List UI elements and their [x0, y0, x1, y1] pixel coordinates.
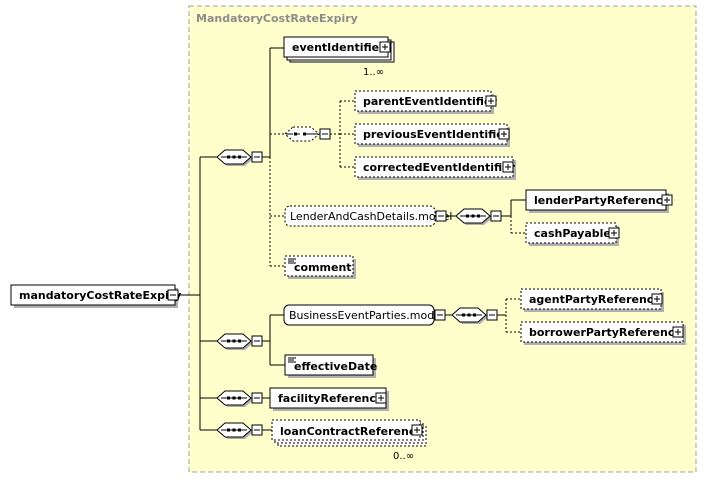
sequence-compositor-1[interactable] [216, 149, 263, 166]
svg-text:comment: comment [294, 261, 352, 274]
collapse-icon[interactable] [251, 151, 263, 163]
svg-text:previousEventIdentifier: previousEventIdentifier [363, 128, 510, 141]
parent-event-identifier-element[interactable]: parentEventIdentifier [354, 90, 497, 114]
svg-text:agentPartyReference: agentPartyReference [529, 293, 661, 306]
collapse-icon[interactable] [251, 424, 263, 436]
business-event-parties-model-group[interactable]: BusinessEventParties.model [283, 304, 446, 326]
collapse-icon[interactable] [435, 210, 447, 222]
collapse-icon[interactable] [319, 128, 331, 140]
svg-text:LenderAndCashDetails.model: LenderAndCashDetails.model [290, 210, 452, 223]
text-content-icon [288, 357, 296, 363]
expand-icon[interactable] [651, 293, 663, 305]
expand-icon[interactable] [375, 392, 387, 404]
sequence-compositor-lender[interactable] [455, 208, 502, 225]
facility-reference-element[interactable]: facilityReference [269, 387, 389, 411]
svg-text:cashPayable: cashPayable [534, 227, 611, 240]
borrower-party-reference-element[interactable]: borrowerPartyReference [520, 321, 686, 345]
collapse-icon[interactable] [167, 289, 179, 301]
group-frame [188, 5, 697, 473]
expand-icon[interactable] [485, 95, 497, 107]
comment-element[interactable]: comment [284, 255, 356, 279]
loan-contract-reference-cardinality: 0..∞ [393, 451, 414, 462]
previous-event-identifier-element[interactable]: previousEventIdentifier [354, 123, 510, 147]
svg-text:correctedEventIdentifier: correctedEventIdentifier [363, 161, 516, 174]
expand-icon[interactable] [498, 128, 510, 140]
collapse-icon[interactable] [251, 392, 263, 404]
svg-text:eventIdentifier: eventIdentifier [292, 41, 385, 54]
svg-text:facilityReference: facilityReference [278, 392, 383, 405]
effective-date-element[interactable]: effectiveDate [284, 354, 377, 378]
collapse-icon[interactable] [434, 309, 446, 321]
expand-icon[interactable] [379, 41, 391, 53]
choice-compositor[interactable] [284, 126, 331, 142]
event-identifier-cardinality: 1..∞ [363, 67, 384, 78]
lender-and-cash-details-model-group[interactable]: LenderAndCashDetails.model [284, 205, 452, 227]
expand-icon[interactable] [672, 326, 684, 338]
svg-text:mandatoryCostRateExpiry: mandatoryCostRateExpiry [19, 289, 181, 302]
loan-contract-reference-element[interactable]: loanContractReference [271, 419, 427, 447]
svg-text:BusinessEventParties.model: BusinessEventParties.model [289, 309, 444, 322]
expand-icon[interactable] [411, 424, 423, 436]
connectors [178, 47, 526, 431]
collapse-icon[interactable] [486, 309, 498, 321]
event-identifier-element[interactable]: eventIdentifier [283, 36, 395, 63]
cash-payable-element[interactable]: cashPayable [525, 222, 620, 246]
svg-text:effectiveDate: effectiveDate [294, 360, 377, 373]
root-element[interactable]: mandatoryCostRateExpiry [10, 284, 181, 308]
svg-text:loanContractReference: loanContractReference [280, 425, 423, 438]
expand-icon[interactable] [608, 227, 620, 239]
agent-party-reference-element[interactable]: agentPartyReference [520, 288, 664, 312]
sequence-compositor-2[interactable] [216, 333, 263, 350]
collapse-icon[interactable] [490, 210, 502, 222]
svg-text:parentEventIdentifier: parentEventIdentifier [363, 95, 497, 108]
sequence-compositor-parties[interactable] [451, 307, 498, 324]
sequence-compositor-3[interactable] [216, 390, 263, 407]
lender-party-reference-element[interactable]: lenderPartyReference [525, 189, 673, 213]
text-content-icon [288, 258, 296, 264]
corrected-event-identifier-element[interactable]: correctedEventIdentifier [354, 156, 516, 180]
expand-icon[interactable] [661, 194, 673, 206]
svg-text:lenderPartyReference: lenderPartyReference [534, 194, 670, 207]
svg-text:borrowerPartyReference: borrowerPartyReference [529, 326, 682, 339]
sequence-compositor-4[interactable] [216, 422, 263, 439]
expand-icon[interactable] [502, 161, 514, 173]
group-label: MandatoryCostRateExpiry [196, 12, 358, 25]
collapse-icon[interactable] [251, 335, 263, 347]
